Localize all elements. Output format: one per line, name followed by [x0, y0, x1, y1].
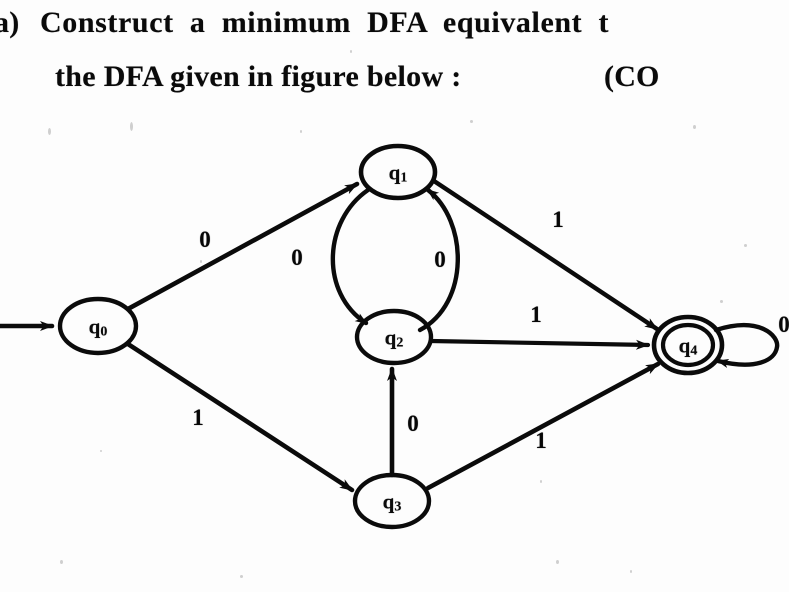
transition-label-q3-q4: 1 — [535, 428, 547, 453]
state-q2 — [354, 308, 434, 366]
question-text-line-2: the DFA given in figure below : — [55, 60, 462, 93]
dfa-svg-canvas — [0, 143, 780, 530]
state-subscript-1: 1 — [400, 170, 408, 186]
scan-speckle — [350, 50, 352, 53]
state-q3 — [352, 472, 432, 530]
edge-q1-q2 — [330, 187, 371, 326]
transition-label-q1-q4: 1 — [552, 207, 564, 232]
transition-label-q0-q1: 0 — [199, 227, 211, 252]
edge-q3-q4 — [425, 361, 661, 491]
question-marker: a) — [0, 6, 20, 39]
edge-q2-q4 — [428, 338, 651, 350]
edge-q0-q1 — [125, 181, 360, 312]
edge-q2-q1 — [417, 187, 460, 333]
state-label-q1: q1 — [388, 160, 408, 186]
state-q1 — [358, 143, 438, 201]
state-q4-outer — [651, 314, 725, 376]
transition-label-q3-q2: 0 — [407, 411, 419, 436]
state-q4-inner — [660, 322, 716, 368]
transition-label-q2-q1: 0 — [434, 247, 446, 272]
question-text-line-1: Construct a minimum DFA equivalent t — [40, 6, 610, 39]
transition-label-q2-q4: 1 — [530, 302, 542, 327]
course-outcome-tag: (CO — [604, 60, 660, 93]
state-subscript-3: 3 — [394, 499, 402, 515]
transition-label-q1-q2: 0 — [291, 245, 303, 270]
edge-q1-q4 — [431, 178, 660, 332]
state-subscript-4: 4 — [690, 343, 698, 359]
state-subscript-2: 2 — [396, 335, 404, 351]
state-label-q0: q0 — [88, 314, 108, 340]
transition-label-q0-q3: 1 — [192, 405, 204, 430]
state-label-q3: q3 — [382, 489, 402, 515]
state-label-q4: q4 — [678, 333, 698, 359]
state-q0 — [57, 296, 139, 356]
state-label-q2: q2 — [384, 325, 404, 351]
transition-label-q4-self: 0 — [778, 312, 789, 337]
edge-q0-q3 — [125, 341, 355, 493]
state-subscript-0: 0 — [100, 324, 108, 340]
dfa-state-diagram: q0 q1 q2 q3 q4 0 1 0 0 1 1 0 1 0 — [0, 118, 789, 592]
edge-q4-self-loop — [713, 323, 780, 368]
